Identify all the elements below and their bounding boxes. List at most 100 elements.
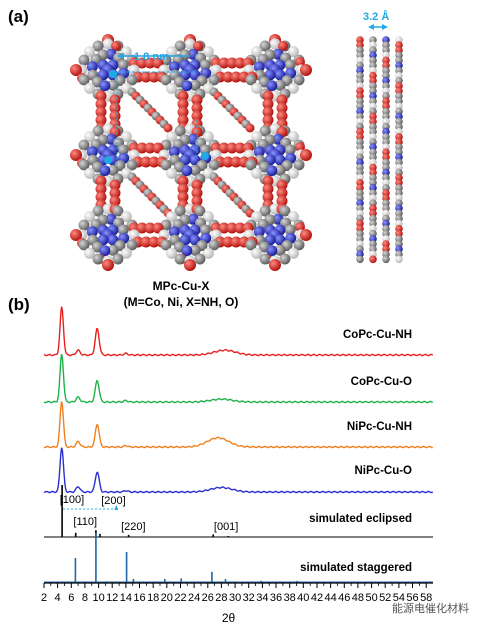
atom-n <box>266 80 278 92</box>
x-tick-label: 6 <box>68 592 74 604</box>
structure-caption-name: MPc-Cu-X <box>153 279 210 293</box>
atom-c <box>92 253 104 265</box>
atom-h <box>84 247 96 259</box>
x-tick-label: 28 <box>215 592 227 604</box>
atom-c <box>117 224 129 236</box>
atom-h <box>120 131 132 143</box>
atom-o <box>136 57 148 69</box>
atom-n <box>181 80 193 92</box>
atom-c <box>208 74 220 86</box>
x-tick-label: 52 <box>379 592 391 604</box>
atom-o <box>300 149 312 161</box>
atom-h <box>287 211 299 223</box>
atom-h <box>166 46 178 58</box>
atom-c <box>245 74 257 86</box>
atom-o <box>262 90 274 102</box>
x-tick-label: 44 <box>324 592 336 604</box>
watermark-text: 能源电催化材料 <box>392 601 469 615</box>
atom-n <box>86 146 98 158</box>
stack-atom-c <box>356 255 364 264</box>
atom-o <box>262 191 274 203</box>
atom-o <box>148 236 160 248</box>
atom-n <box>99 80 111 92</box>
stacking-distance-label: 3.2 Å <box>363 10 389 23</box>
atom-o <box>70 149 82 161</box>
atom-o <box>177 191 189 203</box>
atom-o <box>144 222 156 234</box>
atom-c <box>174 253 186 265</box>
atom-o <box>222 156 234 168</box>
atom-c <box>107 164 119 176</box>
series-line <box>43 353 434 404</box>
atom-c <box>189 164 201 176</box>
atom-h <box>166 247 178 259</box>
atom-h <box>166 167 178 179</box>
x-tick-label: 18 <box>147 592 159 604</box>
atom-o <box>193 41 203 51</box>
atom-o <box>144 142 156 154</box>
atom-h <box>202 247 214 259</box>
atom-o <box>276 187 288 199</box>
atom-o <box>218 142 230 154</box>
atom-h <box>202 131 214 143</box>
atom-c <box>160 74 172 86</box>
atom-o <box>136 142 148 154</box>
atom-c <box>208 239 220 251</box>
stack-atom-o <box>369 255 377 264</box>
atom-c <box>189 244 201 256</box>
atom-o <box>191 102 203 114</box>
atom-o <box>191 94 203 106</box>
atom-h <box>84 167 96 179</box>
atom-n <box>168 226 180 238</box>
atom-h <box>184 38 196 50</box>
atom-o <box>262 183 274 195</box>
atom-h <box>251 82 263 94</box>
atom-o <box>163 123 173 133</box>
atom-o <box>95 175 107 187</box>
atom-c <box>199 59 211 71</box>
atom-c <box>279 205 291 217</box>
x-axis-label: 2θ <box>222 611 236 625</box>
atom-o <box>295 57 305 67</box>
atom-o <box>234 142 246 154</box>
atom-o <box>109 195 121 207</box>
hkl-marker <box>114 505 119 510</box>
atom-n <box>99 165 111 177</box>
atom-c <box>284 224 296 236</box>
hkl-annotation: [001] <box>214 521 238 533</box>
atom-o <box>218 222 230 234</box>
x-tick-label: 40 <box>297 592 309 604</box>
atom-o <box>70 229 82 241</box>
atom-c <box>92 125 104 137</box>
atom-c <box>279 253 291 265</box>
atom-c <box>174 205 186 217</box>
series-line <box>43 401 433 449</box>
atom-o <box>230 236 242 248</box>
panel-b-label: (b) <box>8 295 30 314</box>
atom-o <box>95 106 107 118</box>
atom-h <box>120 247 132 259</box>
atom-o <box>230 156 242 168</box>
atom-n <box>99 245 111 257</box>
atom-c <box>107 244 119 256</box>
atom-o <box>300 229 312 241</box>
atom-h <box>84 211 96 223</box>
atom-c <box>112 253 124 265</box>
atom-h <box>287 167 299 179</box>
atom-c <box>78 74 90 86</box>
atom-o <box>226 57 238 69</box>
atom-o <box>295 142 305 152</box>
atom-h <box>287 46 299 58</box>
atom-h <box>84 82 96 94</box>
atom-h <box>166 131 178 143</box>
atom-o <box>234 222 246 234</box>
atom-o <box>144 57 156 69</box>
stacking-distance-marker: 3.2 Å <box>363 10 389 30</box>
atom-o <box>95 183 107 195</box>
series-label: CoPc-Cu-O <box>351 376 412 388</box>
atom-o <box>148 156 160 168</box>
x-tick-label: 8 <box>82 592 88 604</box>
x-tick-label: 24 <box>188 592 200 604</box>
hkl-annotation: [200] <box>101 495 125 507</box>
